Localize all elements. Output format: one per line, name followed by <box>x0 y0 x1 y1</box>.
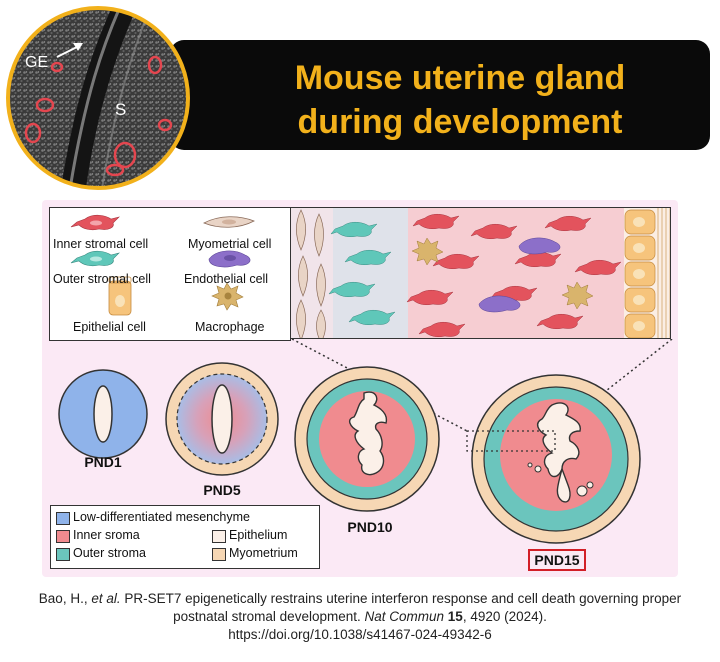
endothelial-cells <box>478 237 561 313</box>
legend-label-outer-stroma: Outer stroma <box>73 546 146 560</box>
swatch-myometrium <box>212 548 226 561</box>
title-line-2: during development <box>297 103 623 141</box>
legend-label-epithelial: Epithelial cell <box>73 320 146 334</box>
legend-label-macrophage: Macrophage <box>195 320 265 334</box>
pnd5-diagram <box>165 362 279 476</box>
pnd5-label: PND5 <box>203 482 241 498</box>
legend-label-inner-stromal: Inner stromal cell <box>53 237 149 251</box>
myometrial-cells <box>296 209 326 338</box>
stage-diagrams <box>58 339 673 544</box>
citation-et-al: et al. <box>91 591 121 606</box>
page-title: Mouse uterine gland during development <box>240 56 680 144</box>
legend-label-inner-stroma: Inner sroma <box>73 528 140 542</box>
inner-stromal-cell-icon <box>70 214 120 231</box>
swatch-low-diff-mesenchyme <box>56 512 70 525</box>
pnd15-label: PND15 <box>534 552 580 568</box>
legend-label-endothelial: Endothelial cell <box>184 272 269 286</box>
pnd15-highlight-box <box>528 549 586 571</box>
title-banner <box>170 40 710 150</box>
micrograph-image: GE S <box>6 6 190 190</box>
legend-label-myometrial: Myometrial cell <box>188 237 272 251</box>
citation-authors: Bao, H., <box>38 591 92 606</box>
legend-label-myometrium: Myometrium <box>229 546 298 560</box>
outer-stromal-cell-icon <box>70 250 120 267</box>
citation: Bao, H., et al. PR-SET7 epigenetically r… <box>20 590 700 644</box>
macrophage-icon <box>211 282 244 311</box>
swatch-inner-stroma <box>56 530 70 543</box>
cell-legend-icons <box>70 214 255 316</box>
legend-label-outer-stromal: Outer stromal cell <box>53 272 151 286</box>
epithelial-cells <box>624 208 670 338</box>
myometrial-cell-icon <box>203 216 255 228</box>
legend-label-epithelium: Epithelium <box>229 528 288 542</box>
citation-volume: 15 <box>447 609 463 624</box>
swatch-epithelium <box>212 530 226 543</box>
citation-title: PR-SET7 epigenetically restrains uterine… <box>120 591 682 624</box>
pnd10-diagram <box>294 366 440 512</box>
pnd1-diagram <box>58 369 148 459</box>
legend-label-mesenchyme: Low-differentiated mesenchyme <box>73 510 250 524</box>
pnd1-label: PND1 <box>84 454 122 470</box>
tissue-legend: Low-differentiated mesenchyme Inner srom… <box>50 505 320 569</box>
swatch-outer-stroma <box>56 548 70 561</box>
citation-journal: Nat Commun <box>364 609 445 624</box>
citation-pages: , 4920 (2024). <box>462 609 547 624</box>
cell-detail-illustration <box>291 208 670 338</box>
macrophage-cells <box>411 237 594 310</box>
outer-stromal-cells <box>328 222 396 326</box>
epithelial-cell-icon <box>108 276 132 316</box>
endothelial-cell-icon <box>208 250 251 268</box>
citation-doi-link[interactable]: https://doi.org/10.1038/s41467-024-49342… <box>228 627 492 642</box>
title-line-1: Mouse uterine gland <box>294 59 626 97</box>
ge-label: GE <box>25 54 48 71</box>
pnd10-label: PND10 <box>347 519 393 535</box>
stroma-label: S <box>115 100 126 119</box>
cell-detail-panel <box>290 207 671 339</box>
pnd15-diagram <box>466 374 641 544</box>
